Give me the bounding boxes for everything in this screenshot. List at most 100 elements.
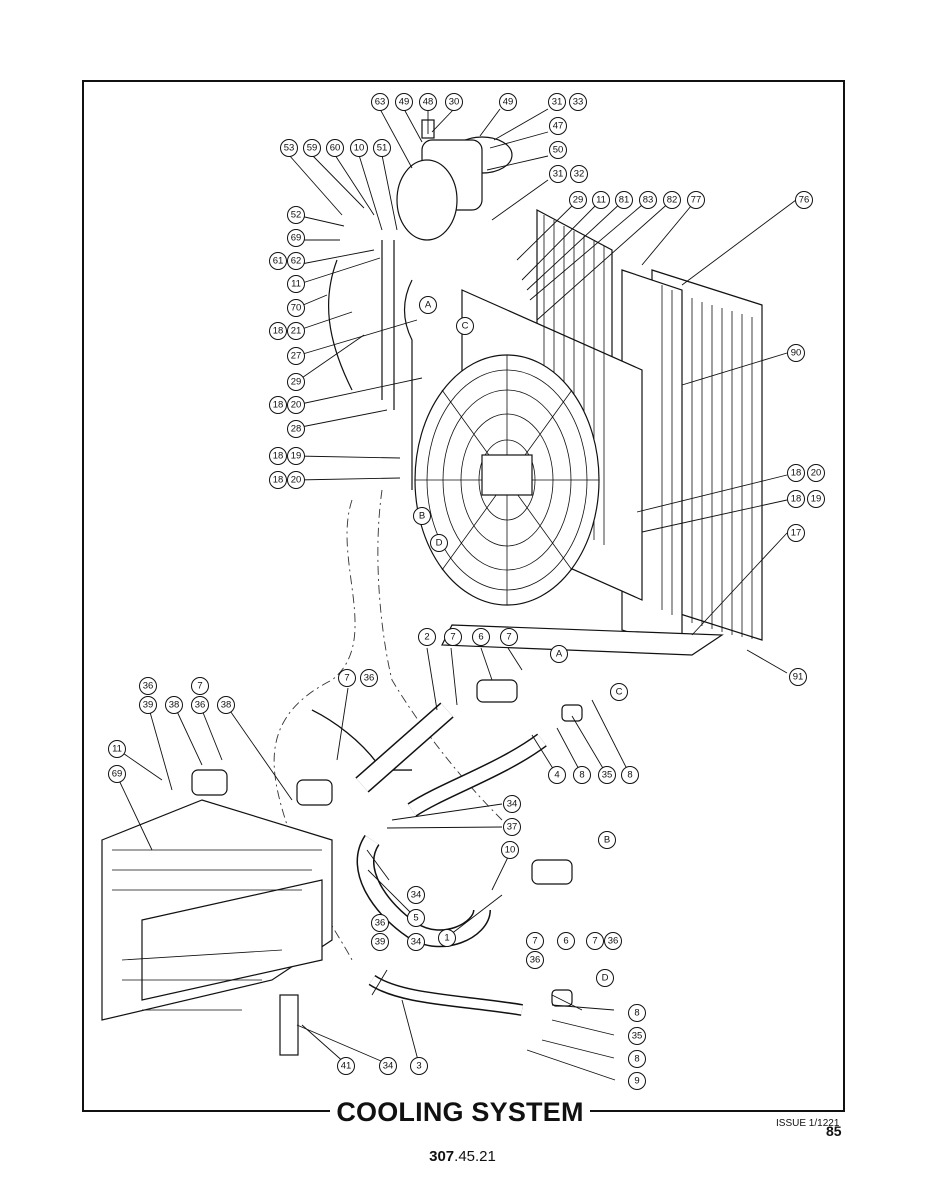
svg-text:20: 20 xyxy=(291,400,302,411)
svg-text:D: D xyxy=(436,538,443,549)
callout-62: 62 xyxy=(287,252,305,270)
callout-11: 11 xyxy=(287,275,305,293)
hose-set xyxy=(191,679,583,1016)
svg-text:C: C xyxy=(462,321,469,332)
svg-text:69: 69 xyxy=(112,769,123,780)
document-number: 307.45.21 xyxy=(0,1148,925,1165)
callout-19: 19 xyxy=(287,447,305,465)
callout-91: 91 xyxy=(789,668,807,686)
svg-text:47: 47 xyxy=(553,121,564,132)
svg-text:8: 8 xyxy=(627,770,632,781)
callout-7: 7 xyxy=(500,628,518,646)
expansion-tank xyxy=(396,119,513,241)
callout-32: 32 xyxy=(570,165,588,183)
svg-text:52: 52 xyxy=(291,210,302,221)
callout-31: 31 xyxy=(548,93,566,111)
svg-text:A: A xyxy=(556,649,563,660)
svg-text:34: 34 xyxy=(411,937,422,948)
svg-text:28: 28 xyxy=(291,424,302,435)
svg-text:11: 11 xyxy=(291,279,301,290)
svg-text:31: 31 xyxy=(552,97,563,108)
callout-20: 20 xyxy=(287,396,305,414)
callout-10: 10 xyxy=(350,139,368,157)
callout-C: C xyxy=(456,317,474,335)
svg-text:32: 32 xyxy=(574,169,585,180)
callout-35: 35 xyxy=(598,766,616,784)
svg-text:18: 18 xyxy=(273,400,284,411)
svg-text:20: 20 xyxy=(291,475,302,486)
callout-7: 7 xyxy=(586,932,604,950)
engine-block xyxy=(101,799,333,1056)
fan-assembly xyxy=(414,354,600,606)
callout-18: 18 xyxy=(787,490,805,508)
svg-text:B: B xyxy=(419,511,425,522)
svg-text:3: 3 xyxy=(416,1061,421,1072)
callout-39: 39 xyxy=(371,933,389,951)
svg-text:18: 18 xyxy=(791,494,802,505)
callout-34: 34 xyxy=(503,795,521,813)
callout-29: 29 xyxy=(287,373,305,391)
callout-36: 36 xyxy=(139,677,157,695)
svg-text:90: 90 xyxy=(791,348,802,359)
svg-text:39: 39 xyxy=(143,700,154,711)
svg-text:35: 35 xyxy=(602,770,613,781)
callout-38: 38 xyxy=(165,696,183,714)
callout-6: 6 xyxy=(557,932,575,950)
svg-text:34: 34 xyxy=(411,890,422,901)
callout-B: B xyxy=(413,507,431,525)
callout-10: 10 xyxy=(501,841,519,859)
svg-text:31: 31 xyxy=(553,169,564,180)
svg-text:7: 7 xyxy=(197,681,202,692)
callout-18: 18 xyxy=(787,464,805,482)
callout-36: 36 xyxy=(191,696,209,714)
callout-31: 31 xyxy=(549,165,567,183)
callout-37: 37 xyxy=(503,818,521,836)
svg-text:21: 21 xyxy=(291,326,302,337)
svg-text:18: 18 xyxy=(273,326,284,337)
document-number-suffix: .45.21 xyxy=(454,1148,496,1165)
callout-59: 59 xyxy=(303,139,321,157)
callout-34: 34 xyxy=(407,933,425,951)
callout-82: 82 xyxy=(663,191,681,209)
svg-text:91: 91 xyxy=(793,672,804,683)
issue-label: ISSUE 1/1221 xyxy=(776,1118,840,1129)
callout-5: 5 xyxy=(407,909,425,927)
callout-83: 83 xyxy=(639,191,657,209)
callout-17: 17 xyxy=(787,524,805,542)
svg-text:36: 36 xyxy=(143,681,154,692)
callout-20: 20 xyxy=(807,464,825,482)
svg-text:51: 51 xyxy=(377,143,388,154)
svg-text:34: 34 xyxy=(383,1061,394,1072)
callout-36: 36 xyxy=(371,914,389,932)
callout-70: 70 xyxy=(287,299,305,317)
svg-text:27: 27 xyxy=(291,351,302,362)
callout-63: 63 xyxy=(371,93,389,111)
svg-text:63: 63 xyxy=(375,97,386,108)
callout-A: A xyxy=(419,296,437,314)
svg-text:A: A xyxy=(425,300,432,311)
callout-36: 36 xyxy=(360,669,378,687)
callout-C: C xyxy=(610,683,628,701)
callout-48: 48 xyxy=(419,93,437,111)
svg-text:19: 19 xyxy=(811,494,822,505)
svg-text:19: 19 xyxy=(291,451,302,462)
svg-text:29: 29 xyxy=(291,377,302,388)
callout-61: 61 xyxy=(269,252,287,270)
callout-D: D xyxy=(430,534,448,552)
svg-text:11: 11 xyxy=(112,744,122,755)
title-block: COOLING SYSTEM xyxy=(330,1094,590,1130)
callout-8: 8 xyxy=(628,1050,646,1068)
callout-50: 50 xyxy=(549,141,567,159)
callout-77: 77 xyxy=(687,191,705,209)
svg-text:49: 49 xyxy=(503,97,514,108)
svg-text:C: C xyxy=(616,687,623,698)
svg-text:70: 70 xyxy=(291,303,302,314)
svg-text:59: 59 xyxy=(307,143,318,154)
page-number: 85 xyxy=(826,1123,842,1139)
callout-7: 7 xyxy=(338,669,356,687)
bleed-pipe xyxy=(381,240,395,410)
callout-30: 30 xyxy=(445,93,463,111)
svg-text:49: 49 xyxy=(399,97,410,108)
svg-text:7: 7 xyxy=(532,936,537,947)
callout-52: 52 xyxy=(287,206,305,224)
